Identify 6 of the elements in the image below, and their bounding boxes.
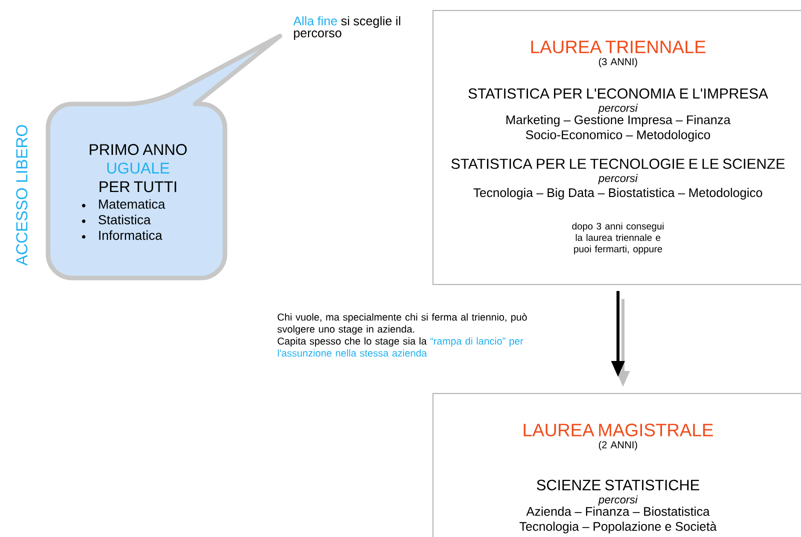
degree-box: LAUREA MAGISTRALE (2 ANNI) SCIENZE STATISTICHE percorsi Azienda – Finanza – Biostatistica Tecnologia – Popolazione e Società [432, 393, 801, 537]
callout-text: Alla fine si sceglie il percorso [293, 16, 400, 40]
note-text: Chi vuole, ma specialmente chi si ferma al triennio, può svolgere uno stage in azienda. Capita spesso che lo stage sia la “rampa di lancio” per l'assunzione nella stessa azienda [277, 313, 527, 357]
bubble-text: PRIMO ANNO UGUALE PER TUTTI Matematica Statistica Informatica [82, 144, 187, 240]
side-label: ACCESSO LIBERO [16, 125, 28, 266]
degree-box: LAUREA TRIENNALE (3 ANNI) STATISTICA PER L'ECONOMIA E L'IMPRESA percorsi Marketing – Gestione Impresa – Finanza Socio-Economico – Metodologico STATISTICA PER LE TECNOLOGIE E LE SCIENZE percorsi Tecnologia – Big Data – Biostatistica – Metodologico dopo 3 anni consegui la laurea triennale e puoi fermarti, oppure [432, 10, 801, 285]
